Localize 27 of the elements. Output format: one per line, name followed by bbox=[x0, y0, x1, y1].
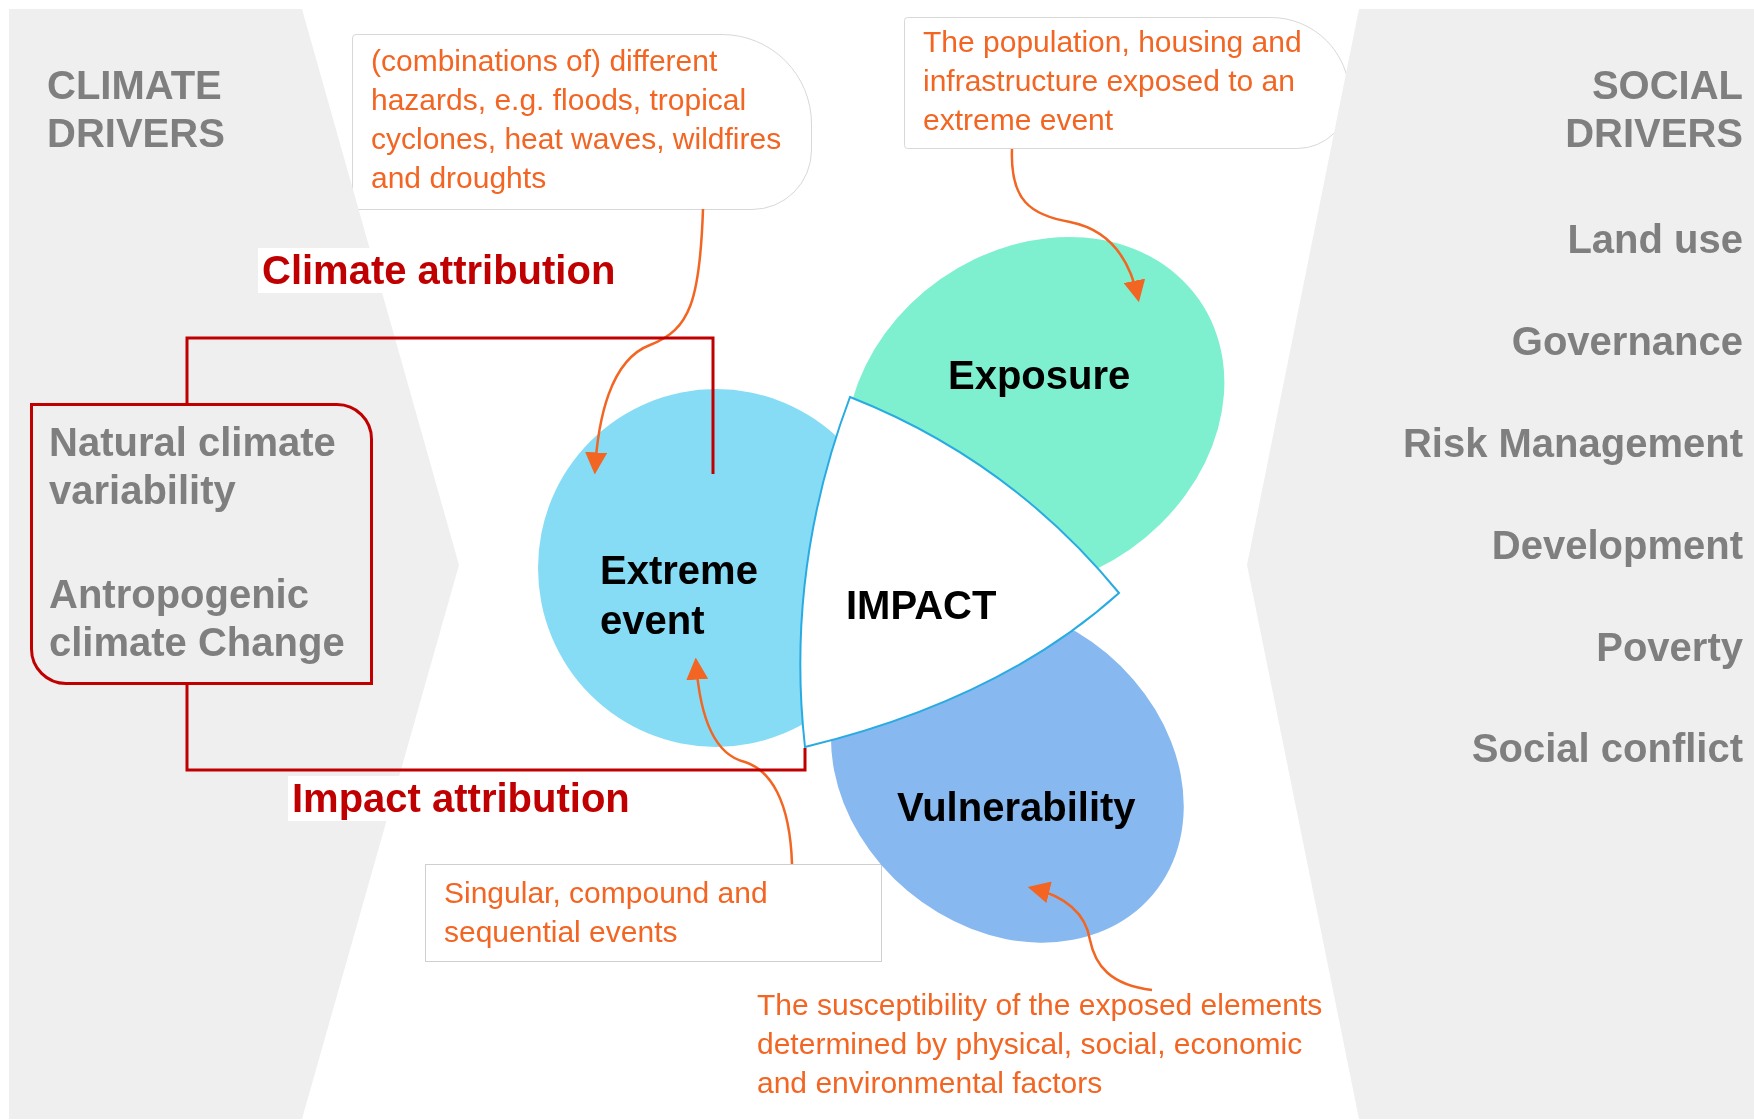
driver-label: Antropogenic climate Change bbox=[49, 571, 346, 666]
ellipse-label: Vulnerability bbox=[897, 784, 1137, 831]
driver-bracket-box bbox=[30, 403, 373, 685]
arrow bbox=[1010, 149, 1145, 303]
driver-label: Natural climate variability bbox=[49, 419, 337, 514]
callout-bubble bbox=[352, 34, 812, 210]
driver-label: Risk Management bbox=[1401, 420, 1743, 467]
note-text: Singular, compound and sequential events bbox=[444, 875, 769, 950]
note-text: The susceptibility of the exposed elements determined by physical, social, economic and environmental factors bbox=[757, 987, 1324, 1101]
arrow bbox=[585, 208, 705, 475]
note-box bbox=[425, 864, 882, 962]
driver-label: Development bbox=[1490, 522, 1743, 569]
impact-label: IMPACT bbox=[846, 582, 998, 629]
callout-text: (combinations of) different hazards, e.g. floods, tropical cyclones, heat waves, wildfires and droughts bbox=[371, 43, 783, 196]
driver-label: Poverty bbox=[1595, 624, 1743, 671]
attribution-bracket bbox=[185, 336, 715, 474]
driver-label: Land use bbox=[1566, 216, 1743, 263]
ellipse-label: Extreme event bbox=[600, 547, 759, 644]
driver-label: Governance bbox=[1510, 318, 1743, 365]
panel-heading: SOCIAL DRIVERS bbox=[1564, 62, 1743, 157]
panel-heading: CLIMATE DRIVERS bbox=[47, 62, 226, 157]
driver-label: Social conflict bbox=[1470, 725, 1743, 772]
attribution-bracket bbox=[185, 685, 807, 772]
callout-text: The population, housing and infrastructure exposed to an extreme event bbox=[923, 24, 1303, 138]
arrow bbox=[686, 657, 794, 865]
arrow bbox=[1027, 882, 1153, 992]
ellipse-label: Exposure bbox=[948, 352, 1132, 399]
